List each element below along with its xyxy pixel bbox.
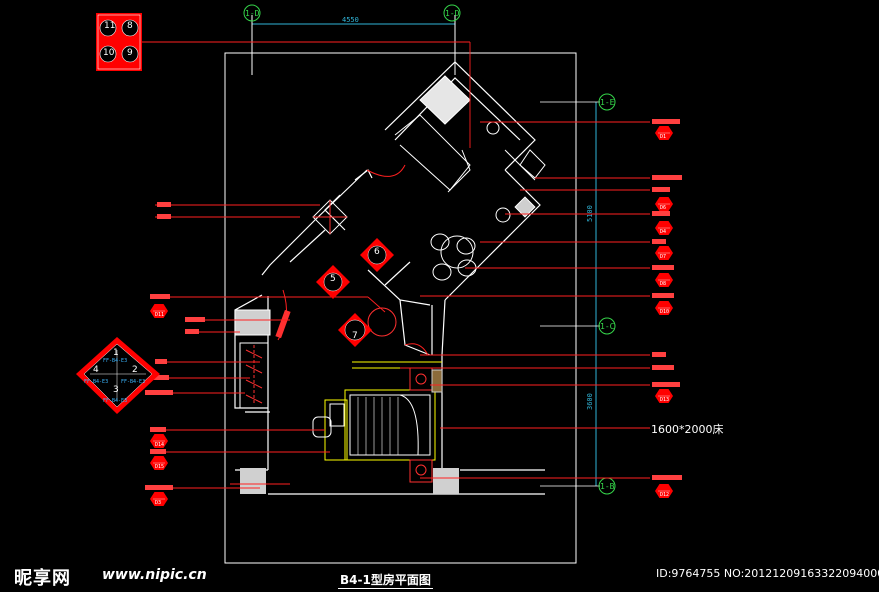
- left-tag-label-1: D14: [155, 442, 164, 448]
- section-marker-6: 6: [360, 238, 394, 272]
- left-tag-1: D14: [150, 434, 168, 448]
- svg-text:1-C: 1-C: [600, 322, 615, 331]
- left-tag-2: D15: [150, 456, 168, 470]
- top-dimension: 4550: [251, 15, 456, 75]
- shaft-diamond: [419, 75, 471, 125]
- dim-right-lower: 3600: [586, 393, 594, 410]
- drawing-title: B4-1型房平面图: [338, 573, 433, 589]
- grid-bubble-right-2: 1-C: [598, 317, 616, 335]
- right-tag-label-13: D12: [660, 492, 669, 498]
- watermark-url: www.nipic.cn: [102, 567, 207, 583]
- left-labels: [145, 202, 205, 490]
- sym-l-n2: 2: [132, 365, 138, 375]
- svg-text:FF-B4-E3: FF-B4-E3: [84, 379, 108, 385]
- grid-bubble-right-3: 1-B: [598, 477, 616, 495]
- closet-box: [312, 199, 348, 235]
- svg-text:1-B: 1-B: [600, 482, 615, 491]
- column-bottom-right: [433, 468, 459, 494]
- left-tag-label-0: D11: [155, 312, 164, 318]
- right-tag-label-4: D7: [660, 254, 666, 260]
- section-marker-7: 7: [338, 313, 372, 347]
- sym-tl-n2: 8: [127, 21, 133, 31]
- right-tag-label-0: D1: [660, 134, 666, 140]
- column-bottom-left: [240, 468, 266, 494]
- svg-text:FF-B4-E3: FF-B4-E3: [103, 358, 127, 364]
- dim-top-width: 4550: [342, 16, 359, 24]
- bed: [344, 367, 443, 483]
- left-tag-label-3: D3: [155, 500, 161, 506]
- sym-tl-n3: 10: [103, 48, 115, 58]
- right-tag-2: D6: [655, 197, 673, 211]
- svg-text:FF-B4-E3: FF-B4-E3: [121, 379, 145, 385]
- right-labels: [652, 119, 682, 480]
- grid-bubble-top-left: 1-D: [243, 4, 261, 22]
- grid-bubble-right-1: 1-E: [598, 93, 616, 111]
- sheet-frame: [224, 52, 577, 564]
- section-marker-5: 5: [316, 265, 350, 299]
- sym-l-n3: 3: [113, 385, 119, 395]
- svg-text:1-D: 1-D: [245, 9, 260, 18]
- right-tag-13: D12: [655, 484, 673, 498]
- svg-text:7: 7: [352, 331, 358, 341]
- bed-size-note: 1600*2000床: [651, 423, 724, 436]
- right-tag-3: D4: [655, 221, 673, 235]
- sym-l-n4: 4: [93, 365, 99, 375]
- right-tag-label-5: D8: [660, 281, 666, 287]
- svg-text:6: 6: [374, 247, 380, 257]
- right-tag-label-10: D13: [660, 397, 669, 403]
- svg-text:1-D: 1-D: [445, 9, 460, 18]
- sym-tl-n4: 9: [127, 48, 133, 58]
- sym-tl-n1: 11: [104, 21, 115, 31]
- right-tag-label-6: D10: [660, 309, 669, 315]
- svg-text:1-E: 1-E: [600, 98, 615, 107]
- right-tag-0: D1: [655, 126, 673, 140]
- grid-bubble-top-right: 1-D: [443, 4, 461, 22]
- round-table: [367, 307, 397, 337]
- right-tag-4: D7: [655, 246, 673, 260]
- sym-l-n1: 1: [113, 348, 119, 358]
- right-tag-5: D8: [655, 273, 673, 287]
- lounge-chairs: [430, 233, 477, 281]
- svg-text:FF-B4-E3: FF-B4-E3: [103, 398, 127, 404]
- right-tag-10: D13: [655, 389, 673, 403]
- watermark-brand: 昵享网: [14, 568, 71, 589]
- left-tag-0: D11: [150, 304, 168, 318]
- right-tag-label-3: D4: [660, 229, 666, 235]
- left-tag-3: D3: [150, 492, 168, 506]
- symbol-elevation-left: 1 2 3 4 FF-B4-E3 FF-B4-E3 FF-B4-E3 FF-B4…: [76, 337, 160, 414]
- leader-lines: [142, 41, 650, 489]
- symbol-elevation-topleft: 11 8 10 9: [96, 13, 142, 71]
- svg-text:5: 5: [330, 274, 336, 284]
- right-tag-6: D10: [655, 301, 673, 315]
- right-tag-label-2: D6: [660, 205, 666, 211]
- left-tag-label-2: D15: [155, 464, 164, 470]
- wardrobe: [234, 309, 291, 409]
- watermark-id: ID:9764755 NO:20121209163322094000: [656, 567, 879, 580]
